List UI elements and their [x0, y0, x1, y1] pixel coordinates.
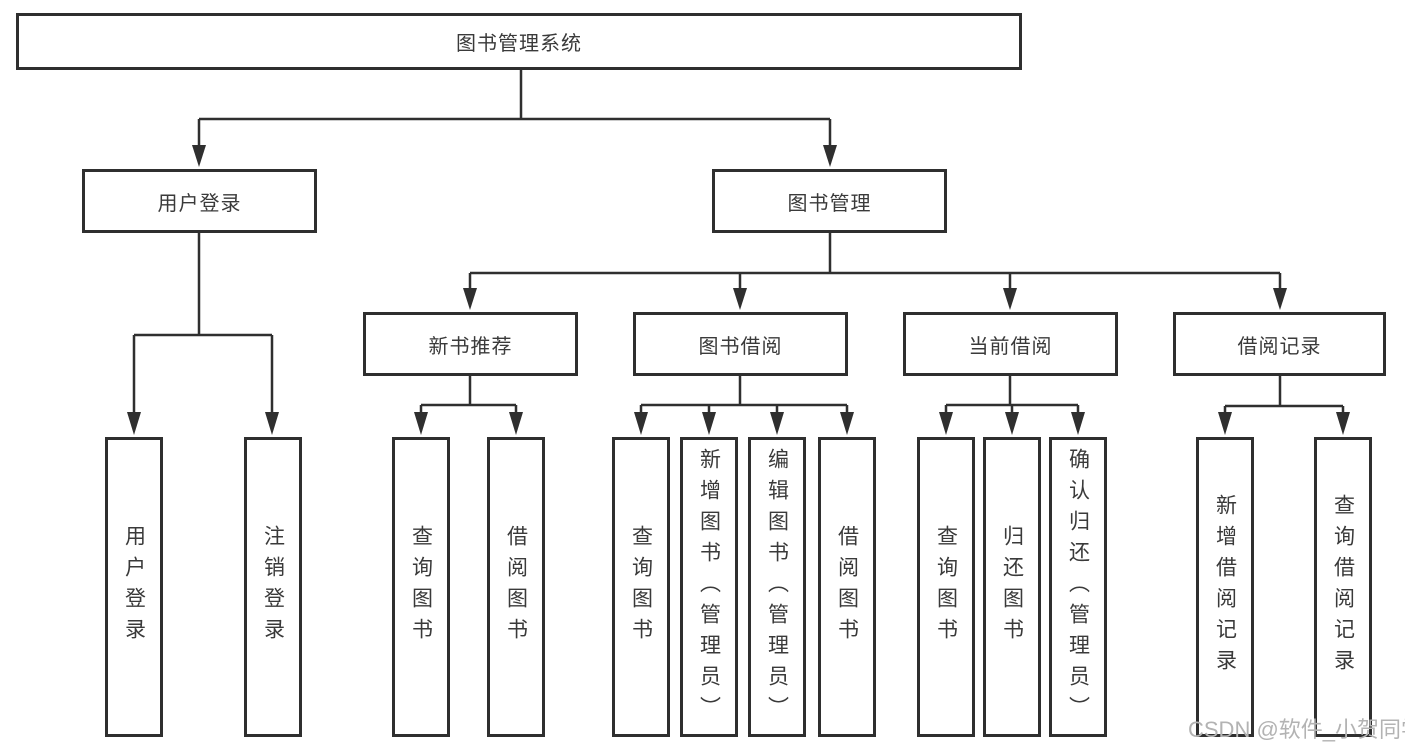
leaf-query-books-current: 查询图书: [917, 437, 975, 737]
leaf-query-borrow-record: 查询借阅记录: [1314, 437, 1372, 737]
node-label: 借阅图书: [835, 525, 859, 649]
node-label: 图书借阅: [698, 335, 783, 358]
node-borrowing-records: 借阅记录: [1173, 312, 1386, 376]
leaf-confirm-return-admin: 确认归还（管理员）: [1049, 437, 1107, 737]
node-book-management: 图书管理: [712, 169, 947, 233]
watermark: CSDN @软件_小贺同学: [1188, 717, 1405, 742]
leaf-edit-book-admin: 编辑图书（管理员）: [748, 437, 806, 737]
leaf-borrow-books-recommend: 借阅图书: [487, 437, 545, 737]
node-label: 图书管理系统: [456, 33, 582, 55]
node-label: 查询图书: [934, 525, 958, 649]
node-label: 新书推荐: [428, 335, 513, 358]
leaf-user-login: 用户登录: [105, 437, 163, 737]
node-label: 归还图书: [1000, 525, 1024, 649]
node-label: 查询借阅记录: [1331, 494, 1355, 680]
leaf-query-books-borrow: 查询图书: [612, 437, 670, 737]
node-label: 查询图书: [409, 525, 433, 649]
node-label: 编辑图书（管理员）: [765, 447, 789, 727]
node-label: 借阅记录: [1237, 335, 1322, 358]
node-label: 注销登录: [261, 525, 285, 649]
node-label: 用户登录: [122, 525, 146, 649]
node-new-book-recommendation: 新书推荐: [363, 312, 578, 376]
node-label: 新增图书（管理员）: [697, 447, 721, 727]
leaf-borrow-books-borrow: 借阅图书: [818, 437, 876, 737]
node-label: 用户登录: [157, 192, 242, 215]
node-library-management-system: 图书管理系统: [16, 13, 1022, 70]
node-label: 借阅图书: [504, 525, 528, 649]
node-label: 新增借阅记录: [1213, 494, 1237, 680]
node-book-borrowing: 图书借阅: [633, 312, 848, 376]
node-label: 当前借阅: [968, 335, 1053, 358]
leaf-return-book: 归还图书: [983, 437, 1041, 737]
leaf-add-borrow-record: 新增借阅记录: [1196, 437, 1254, 737]
node-label: 确认归还（管理员）: [1066, 447, 1090, 727]
leaf-add-book-admin: 新增图书（管理员）: [680, 437, 738, 737]
leaf-logout: 注销登录: [244, 437, 302, 737]
node-current-borrowing: 当前借阅: [903, 312, 1118, 376]
node-label: 查询图书: [629, 525, 653, 649]
node-label: 图书管理: [787, 192, 872, 215]
node-user-login: 用户登录: [82, 169, 317, 233]
leaf-query-books-recommend: 查询图书: [392, 437, 450, 737]
